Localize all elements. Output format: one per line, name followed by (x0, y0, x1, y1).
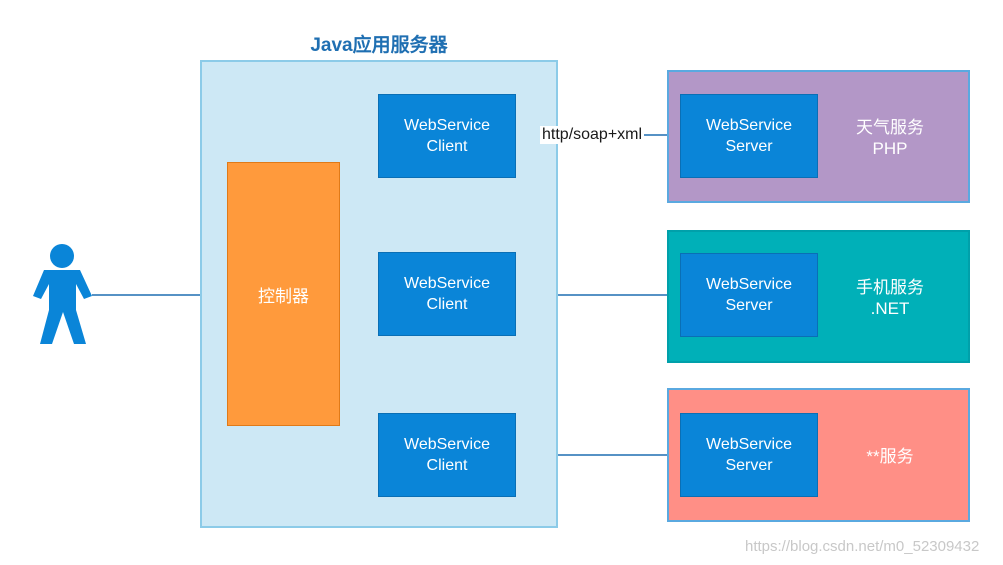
user-icon (33, 244, 92, 344)
controller-box: 控制器 (227, 162, 340, 426)
controller-label: 控制器 (258, 286, 309, 306)
service-platform: PHP (872, 139, 908, 158)
service-platform: .NET (870, 299, 910, 318)
client-label-line1: WebService (404, 275, 490, 292)
other-service-label: **服务 (835, 446, 945, 467)
server-label-line1: WebService (706, 276, 792, 293)
diagram-title: Java应用服务器 (310, 35, 448, 56)
server-label-line2: Server (725, 457, 773, 474)
client-label-line2: Client (426, 457, 468, 474)
net-service-label: 手机服务 .NET (835, 277, 945, 319)
service-name: 天气服务 (856, 118, 924, 137)
client-label-line2: Client (426, 138, 468, 155)
client-label-line1: WebService (404, 117, 490, 134)
protocol-label: http/soap+xml (540, 126, 645, 144)
server-label-line2: Server (725, 297, 773, 314)
php-service-label: 天气服务 PHP (835, 117, 945, 159)
client-label-line1: WebService (404, 436, 490, 453)
client-label-line2: Client (426, 296, 468, 313)
service-name: 手机服务 (856, 278, 924, 297)
service-name: **服务 (866, 447, 914, 466)
server-label-line1: WebService (706, 117, 792, 134)
watermark: https://blog.csdn.net/m0_52309432 (745, 538, 980, 555)
server-label-line2: Server (725, 138, 773, 155)
server-label-line1: WebService (706, 436, 792, 453)
